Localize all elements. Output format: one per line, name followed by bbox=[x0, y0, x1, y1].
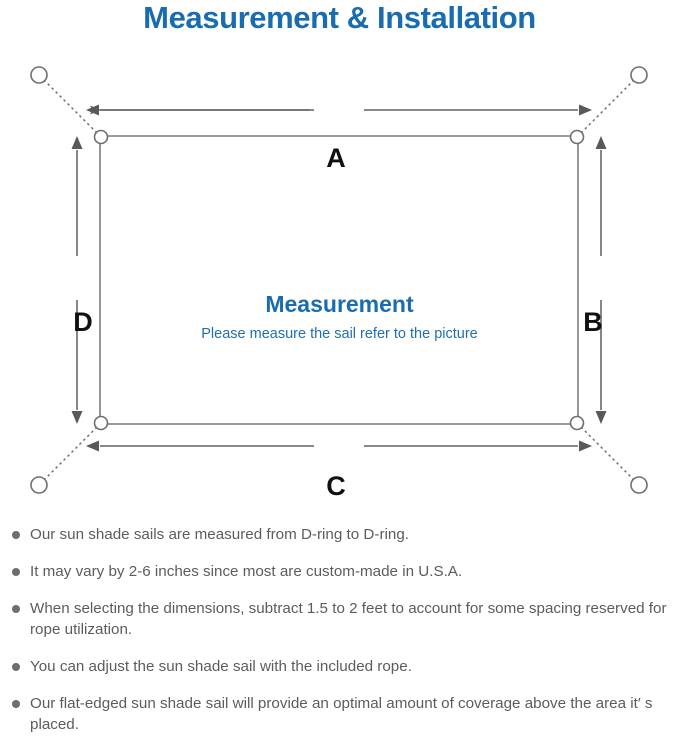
rope-top-right bbox=[580, 76, 638, 134]
arrowhead-c-right bbox=[579, 440, 592, 452]
note-text: Our flat-edged sun shade sail will provi… bbox=[30, 695, 653, 733]
bullet-icon bbox=[12, 700, 20, 708]
arrowhead-b-bottom bbox=[595, 411, 607, 424]
d-ring-top-right bbox=[569, 129, 585, 145]
sail-label: Measurement bbox=[265, 291, 414, 317]
rope-bottom-left bbox=[40, 426, 98, 484]
d-ring-top-left bbox=[93, 129, 109, 145]
note-text: Our sun shade sails are measured from D-… bbox=[30, 526, 409, 543]
arrowhead-d-bottom bbox=[71, 411, 83, 424]
d-ring-bottom-right bbox=[569, 415, 585, 431]
bullet-icon bbox=[12, 663, 20, 671]
page-title: Measurement & Installation bbox=[143, 0, 536, 35]
arrowhead-a-right bbox=[579, 104, 592, 116]
rope-top-left bbox=[40, 76, 98, 134]
anchor-point-top-left bbox=[30, 66, 48, 84]
sail-rectangle bbox=[99, 135, 579, 425]
arrowhead-b-top bbox=[595, 136, 607, 149]
rope-bottom-right bbox=[580, 426, 638, 484]
dimension-label-a: A bbox=[326, 143, 346, 173]
dimension-label-b: B bbox=[583, 307, 603, 337]
note-text: You can adjust the sun shade sail with t… bbox=[30, 658, 412, 675]
anchor-point-bottom-right bbox=[630, 476, 648, 494]
sail-sublabel: Please measure the sail refer to the pic… bbox=[201, 326, 478, 342]
arrowhead-c-left bbox=[86, 440, 99, 452]
diagram-svg bbox=[30, 66, 648, 494]
note-item: It may vary by 2-6 inches since most are… bbox=[0, 561, 679, 582]
measurement-diagram: Measurement Please measure the sail refe… bbox=[0, 48, 679, 513]
note-item: Our sun shade sails are measured from D-… bbox=[0, 524, 679, 545]
anchor-point-bottom-left bbox=[30, 476, 48, 494]
bullet-icon bbox=[12, 568, 20, 576]
dimension-label-d: D bbox=[73, 307, 93, 337]
note-item: When selecting the dimensions, subtract … bbox=[0, 598, 679, 640]
arrowhead-d-top bbox=[71, 136, 83, 149]
note-item: Our flat-edged sun shade sail will provi… bbox=[0, 693, 679, 735]
note-item: You can adjust the sun shade sail with t… bbox=[0, 656, 679, 677]
bullet-icon bbox=[12, 531, 20, 539]
notes-list: Our sun shade sails are measured from D-… bbox=[0, 524, 679, 751]
d-ring-bottom-left bbox=[93, 415, 109, 431]
note-text: It may vary by 2-6 inches since most are… bbox=[30, 563, 463, 580]
note-text: When selecting the dimensions, subtract … bbox=[30, 600, 667, 638]
arrowhead-a-left bbox=[86, 104, 99, 116]
dimension-label-c: C bbox=[326, 471, 346, 501]
anchor-point-top-right bbox=[630, 66, 648, 84]
bullet-icon bbox=[12, 605, 20, 613]
